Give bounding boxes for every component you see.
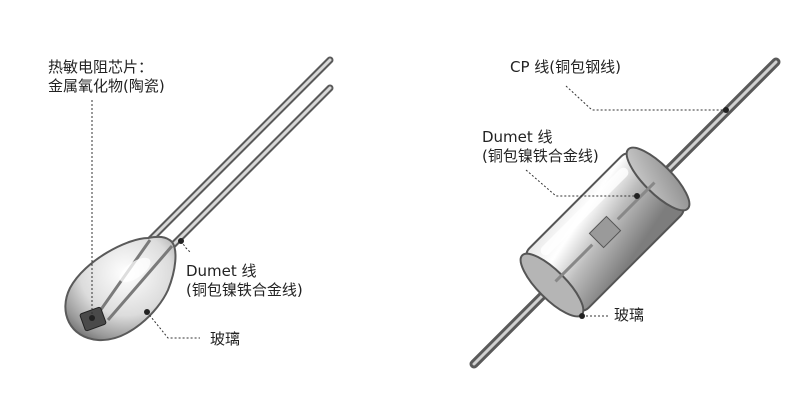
right-glass-label: 玻璃: [614, 306, 645, 324]
glass-sealed-thermistor: [469, 57, 781, 369]
chip-label-line2: 金属氧化物(陶瓷): [48, 77, 165, 95]
chip-label: 热敏电阻芯片： 金属氧化物(陶瓷): [48, 58, 165, 96]
right-dumet-label: Dumet 线 (铜包镍铁合金线): [482, 128, 599, 166]
left-dumet-label-line1: Dumet 线: [186, 262, 257, 280]
left-dumet-label-line2: (铜包镍铁合金线): [186, 281, 303, 299]
chip-dot: [89, 315, 95, 321]
glass-bead: [64, 235, 177, 342]
left-lead-wire-upper: [146, 56, 334, 244]
left-lead-wire-lower: [168, 84, 334, 250]
cp-wire-label: CP 线(铜包钢线): [510, 58, 621, 76]
right-dumet-dot: [634, 193, 640, 199]
right-dumet-label-line2: (铜包镍铁合金线): [482, 147, 599, 165]
left-leader-lines: [91, 100, 200, 339]
left-dumet-dot: [178, 238, 184, 244]
left-glass-label: 玻璃: [210, 330, 241, 348]
left-dumet-label: Dumet 线 (铜包镍铁合金线): [186, 262, 303, 300]
right-dumet-label-line1: Dumet 线: [482, 128, 553, 146]
left-glass-dot: [144, 309, 150, 315]
right-glass-dot: [579, 313, 585, 319]
chip-label-line1: 热敏电阻芯片：: [48, 58, 154, 76]
cp-wire-dot: [723, 107, 729, 113]
right-leader-lines: [525, 85, 726, 317]
